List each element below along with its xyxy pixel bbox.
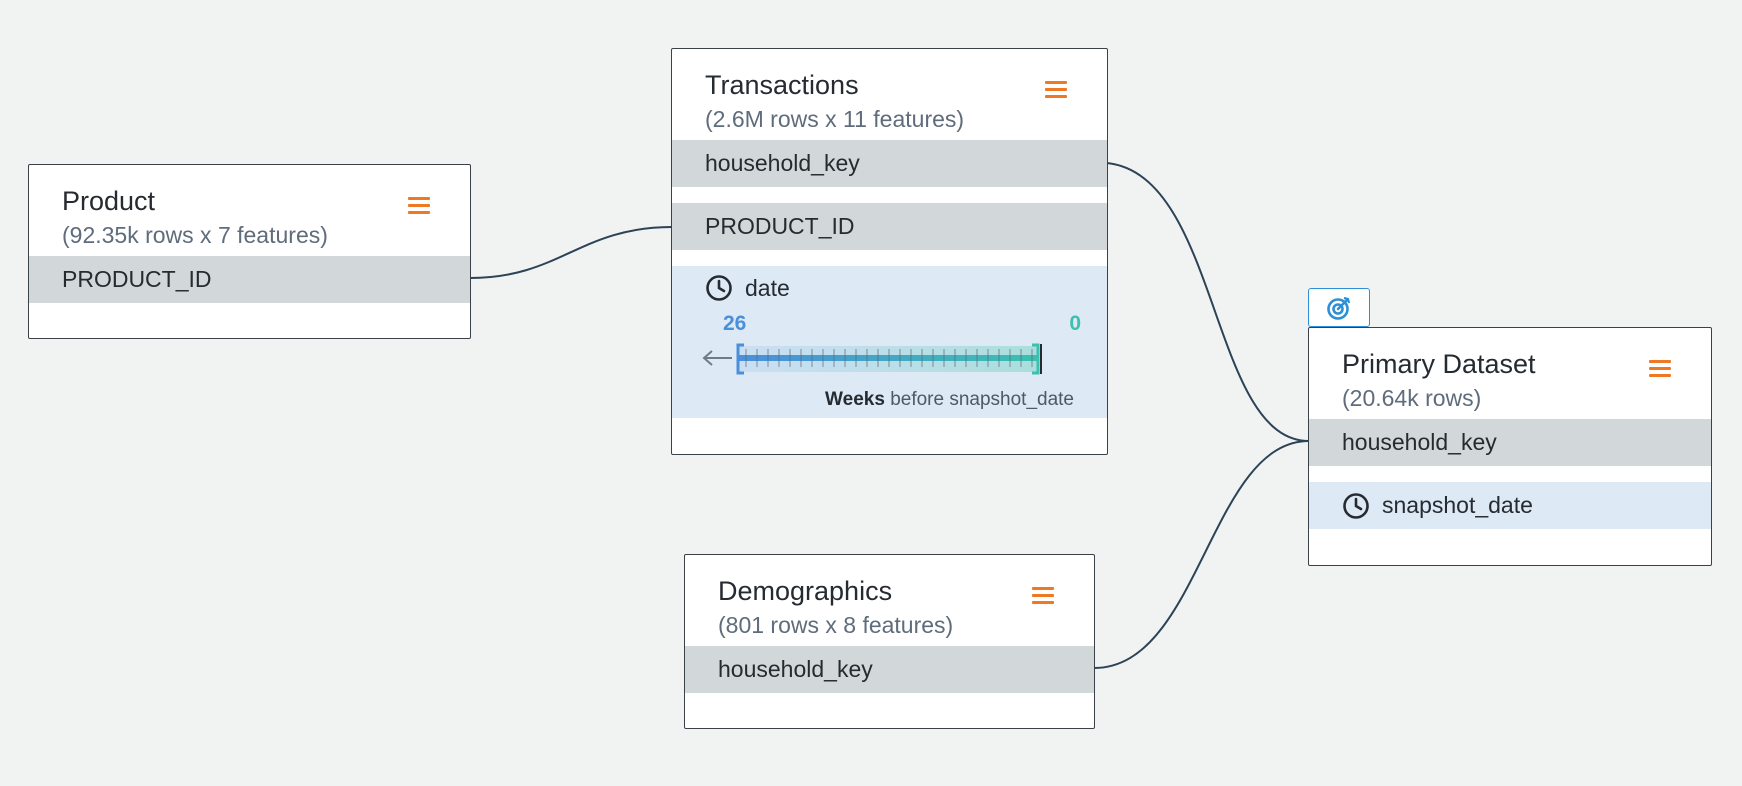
- node-title: Demographics: [718, 576, 893, 606]
- node-header: Transactions (2.6M rows x 11 features): [672, 49, 1107, 140]
- node-product[interactable]: Product (92.35k rows x 7 features) PRODU…: [28, 164, 471, 339]
- link-product-transactions: [469, 226, 673, 279]
- link-transactions-primary: [1106, 162, 1310, 442]
- target-badge[interactable]: [1308, 288, 1370, 327]
- slider-ticks: [745, 349, 1033, 367]
- field-gap: [1309, 466, 1711, 482]
- node-subtitle: (2.6M rows x 11 features): [705, 106, 965, 132]
- snapshot-date-label: snapshot_date: [1382, 492, 1533, 518]
- node-primary-dataset[interactable]: Primary Dataset (20.64k rows) household_…: [1308, 327, 1712, 566]
- hamburger-menu-icon[interactable]: [1045, 79, 1067, 101]
- node-title: Transactions: [705, 70, 859, 100]
- node-subtitle: (20.64k rows): [1342, 385, 1482, 411]
- hamburger-menu-icon[interactable]: [1032, 585, 1054, 607]
- node-header: Demographics (801 rows x 8 features): [685, 555, 1094, 646]
- field-household-key[interactable]: household_key: [672, 140, 1107, 187]
- time-window-slider[interactable]: [702, 340, 1078, 380]
- arrow-left-icon: [702, 350, 732, 366]
- link-demographics-primary: [1093, 440, 1310, 669]
- slider-handle-max: [736, 343, 744, 375]
- node-subtitle: (92.35k rows x 7 features): [62, 222, 328, 248]
- node-title: Primary Dataset: [1342, 349, 1536, 379]
- slider-track: [738, 355, 1038, 361]
- clock-icon: [1343, 492, 1369, 519]
- field-household-key[interactable]: household_key: [685, 646, 1094, 693]
- range-max-value: 26: [723, 312, 747, 335]
- weeks-unit: Weeks: [825, 389, 885, 410]
- node-subtitle: (801 rows x 8 features): [718, 612, 954, 638]
- target-icon: [1327, 296, 1351, 320]
- field-gap: [672, 250, 1107, 266]
- field-product-id[interactable]: PRODUCT_ID: [29, 256, 470, 303]
- date-field-label: date: [745, 274, 790, 301]
- field-product-id[interactable]: PRODUCT_ID: [672, 203, 1107, 250]
- weeks-caption: Weeks before snapshot_date: [825, 389, 1074, 411]
- field-gap: [672, 187, 1107, 203]
- slider-handle-min: [1032, 343, 1040, 375]
- date-field-label-row: date: [705, 274, 790, 302]
- clock-icon: [706, 275, 732, 301]
- field-household-key[interactable]: household_key: [1309, 419, 1711, 466]
- node-title: Product: [62, 186, 156, 216]
- node-header: Product (92.35k rows x 7 features): [29, 165, 470, 256]
- hamburger-menu-icon[interactable]: [408, 195, 430, 217]
- node-header: Primary Dataset (20.64k rows): [1309, 328, 1711, 419]
- node-transactions[interactable]: Transactions (2.6M rows x 11 features) h…: [671, 48, 1108, 455]
- weeks-caption-suffix: before snapshot_date: [890, 389, 1074, 410]
- node-demographics[interactable]: Demographics (801 rows x 8 features) hou…: [684, 554, 1095, 729]
- range-min-value: 0: [1069, 312, 1081, 335]
- date-field-block[interactable]: date 26 0: [672, 266, 1107, 418]
- field-snapshot-date[interactable]: snapshot_date: [1309, 482, 1711, 529]
- hamburger-menu-icon[interactable]: [1649, 358, 1671, 380]
